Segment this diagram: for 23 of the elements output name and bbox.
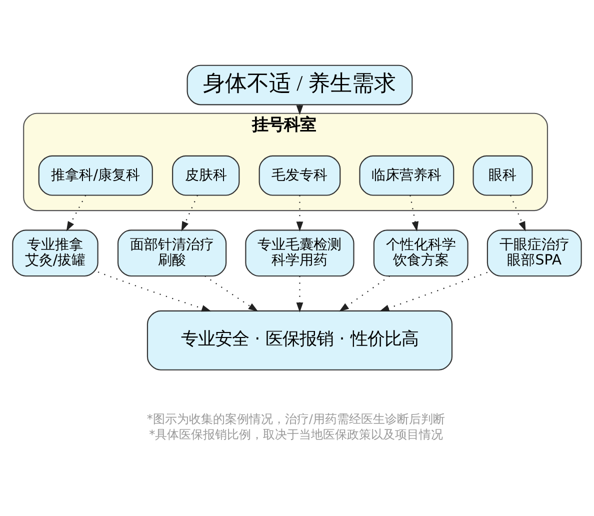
node-box: 干眼症治疗 眼部SPA (486, 230, 582, 277)
arrow (66, 195, 86, 232)
arrow (204, 276, 258, 312)
arrow (296, 195, 304, 232)
arrow (98, 271, 212, 312)
label: *具体医保报销比例，取决于当地医保政策以及项目情况 (149, 427, 444, 442)
arrow (339, 276, 390, 312)
arrow (410, 195, 419, 232)
arrow (379, 272, 488, 312)
node-box: 推拿科/康复科 (38, 155, 153, 196)
node-box: 专业推拿 艾灸/拔罐 (12, 230, 98, 277)
node-box: 皮肤科 (172, 155, 240, 196)
node-box: 临床营养科 (359, 155, 454, 196)
arrow (510, 195, 526, 232)
node-box: 专业毛囊检测 科学用药 (245, 230, 354, 277)
arrow (296, 276, 304, 312)
node-box: 眼科 (472, 155, 533, 196)
node-box: 面部针清治疗 刷酸 (117, 230, 227, 277)
node-box: 个性化科学 饮食方案 (373, 230, 468, 277)
node-box: 毛发专科 (258, 155, 341, 196)
arrow (181, 195, 198, 232)
node-box: 专业安全 · 医保报销 · 性价比高 (146, 310, 453, 370)
label: *图示为收集的案例情况，治疗/用药需经医生诊断后判断 (146, 412, 445, 426)
